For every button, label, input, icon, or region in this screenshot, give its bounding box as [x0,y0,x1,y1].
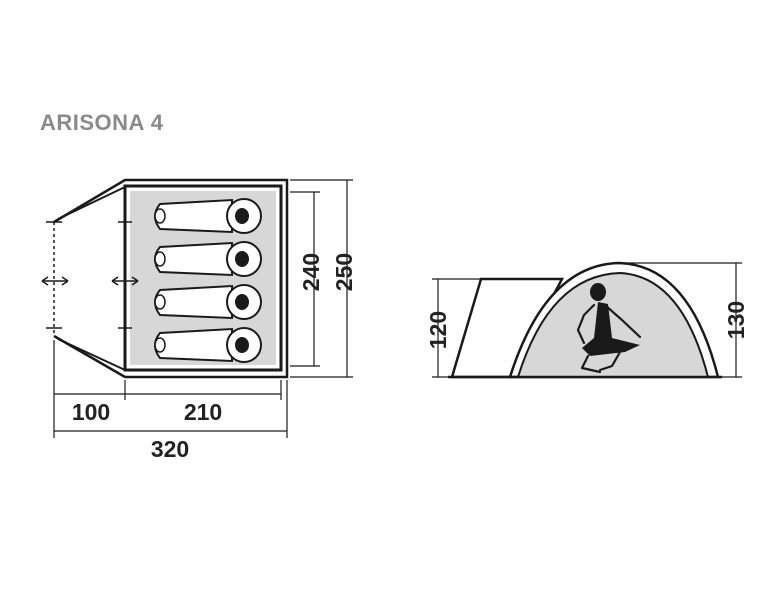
sleeping-bag-icon [154,198,262,234]
dimension-total-width: 250 [331,253,357,291]
product-title: ARISONA 4 [40,110,164,135]
sleeping-bag-icon [154,241,262,277]
outer-door-arrow-icon [41,276,69,286]
tent-outer-outline [53,178,289,379]
dimension-inner-height: 130 [723,301,749,339]
sleeping-bag-icon [154,327,262,363]
sleeping-bags [154,198,262,363]
dimension-vestibule-depth: 100 [72,399,110,425]
seated-person-icon [576,283,642,374]
dimension-vestibule-height: 120 [425,311,451,349]
inner-door-arrow-icon [111,276,139,286]
sleeping-bag-icon [154,284,262,320]
dimension-inner-length: 210 [184,399,222,425]
dimension-inner-width: 240 [298,253,324,291]
side-view: 120 130 [425,261,749,379]
dimension-total-length: 320 [151,436,189,462]
floor-plan: 100 210 320 240 250 [41,178,357,462]
dome-inner-profile [516,271,710,378]
